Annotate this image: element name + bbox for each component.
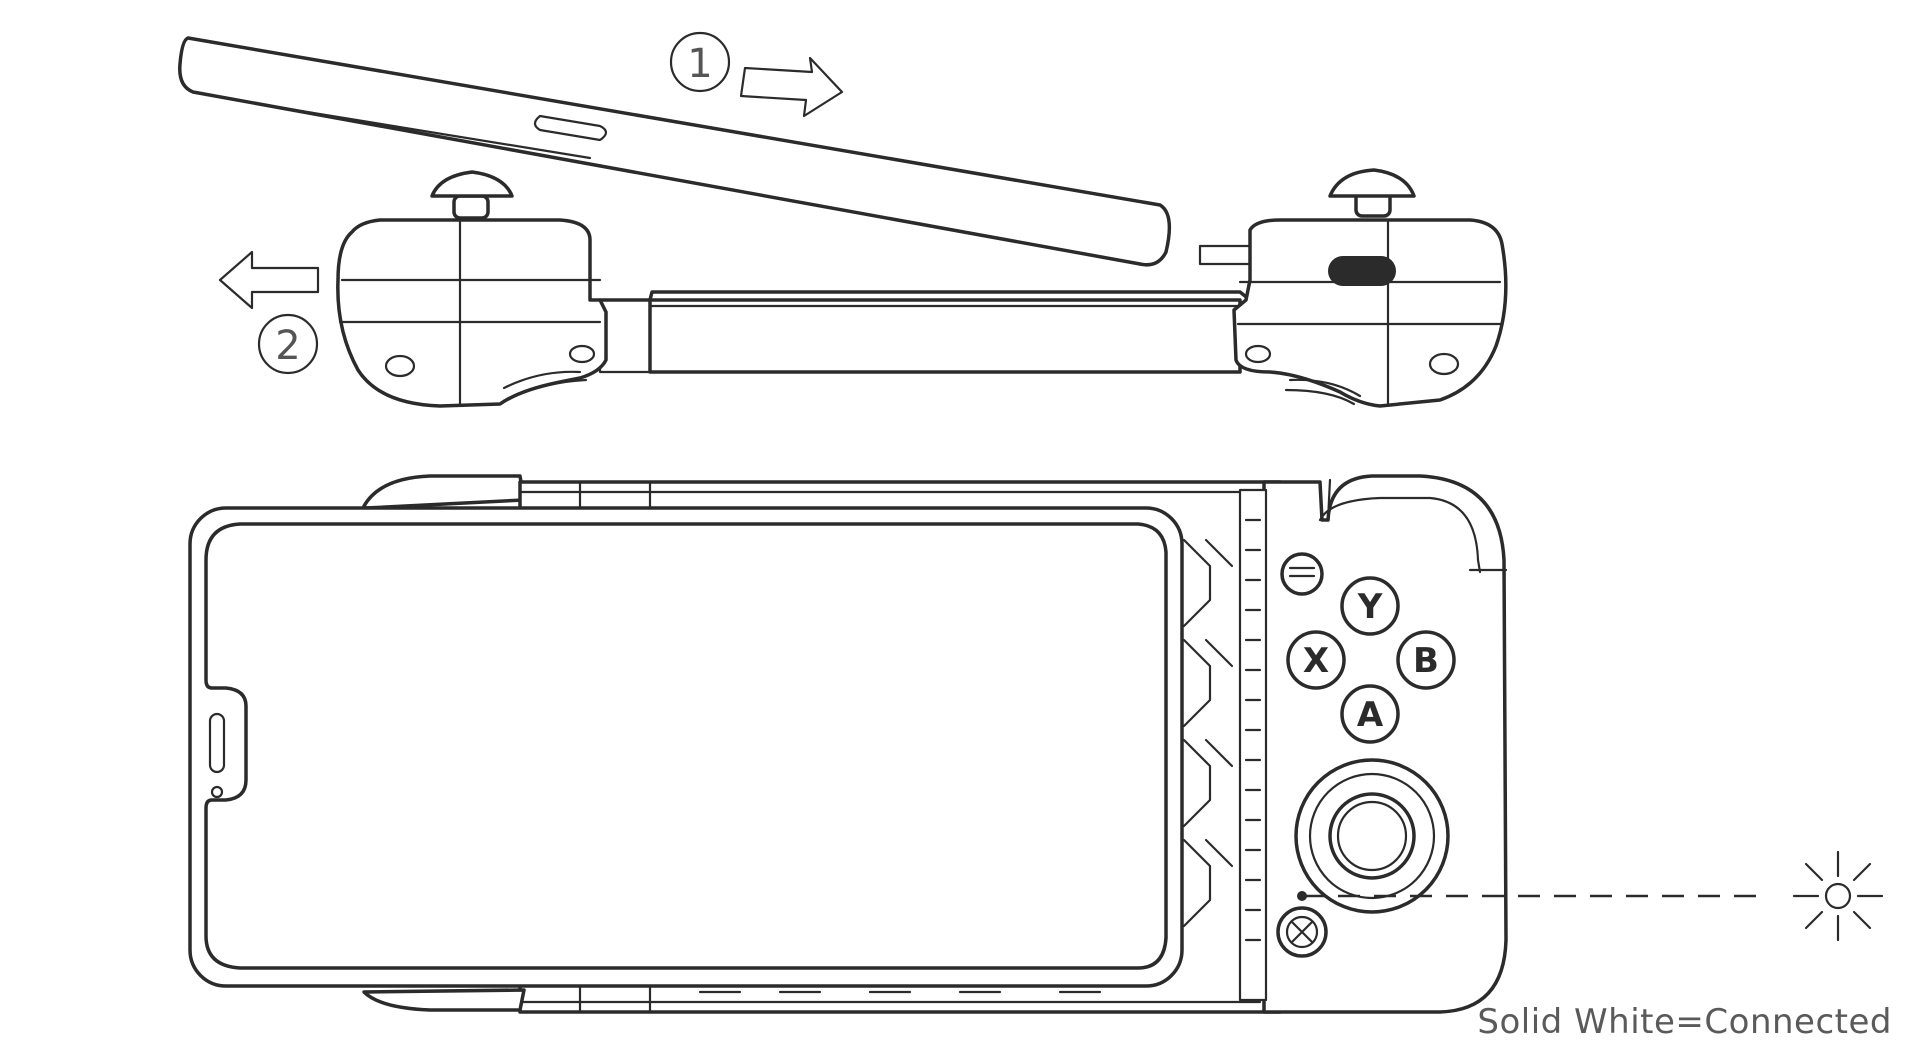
step-1-label: 1 (687, 41, 712, 87)
step-2-label: 2 (275, 323, 300, 369)
status-legend: Solid White=Connected (1477, 1002, 1892, 1042)
right-thumbstick[interactable] (1294, 758, 1450, 914)
left-stick-side (430, 170, 514, 198)
front-view: Y X B A (188, 474, 1884, 1014)
phone-side (178, 36, 1172, 267)
center-bridge (598, 290, 1262, 374)
right-stick-side (1328, 168, 1416, 198)
phone-camera (210, 785, 224, 799)
step-2-marker: 2 (257, 313, 319, 375)
phone-screen (204, 522, 1168, 970)
phone-button (533, 114, 608, 142)
arrow-right-icon (739, 56, 844, 118)
button-x[interactable]: X (1286, 630, 1346, 690)
button-x-label: X (1303, 641, 1329, 681)
light-burst-icon (1792, 850, 1884, 942)
button-y-label: Y (1357, 587, 1383, 627)
button-b[interactable]: B (1396, 630, 1456, 690)
phone-speaker (208, 712, 226, 774)
button-y[interactable]: Y (1340, 576, 1400, 636)
left-grip-side (336, 170, 608, 408)
phone-front (188, 506, 1184, 988)
right-grip-bumper (1328, 256, 1396, 286)
menu-button[interactable] (1280, 552, 1324, 596)
arrow-left-icon (218, 250, 320, 310)
button-a[interactable]: A (1340, 684, 1400, 744)
button-b-label: B (1413, 641, 1439, 681)
button-a-label: A (1357, 695, 1384, 735)
right-grip-side (1198, 168, 1508, 408)
side-view: 1 2 (178, 31, 1508, 408)
right-controller: Y X B A (1238, 474, 1508, 1014)
connector-pattern (1182, 538, 1234, 928)
step-1-marker: 1 (669, 31, 731, 93)
xbox-logo-icon[interactable] (1276, 906, 1328, 958)
